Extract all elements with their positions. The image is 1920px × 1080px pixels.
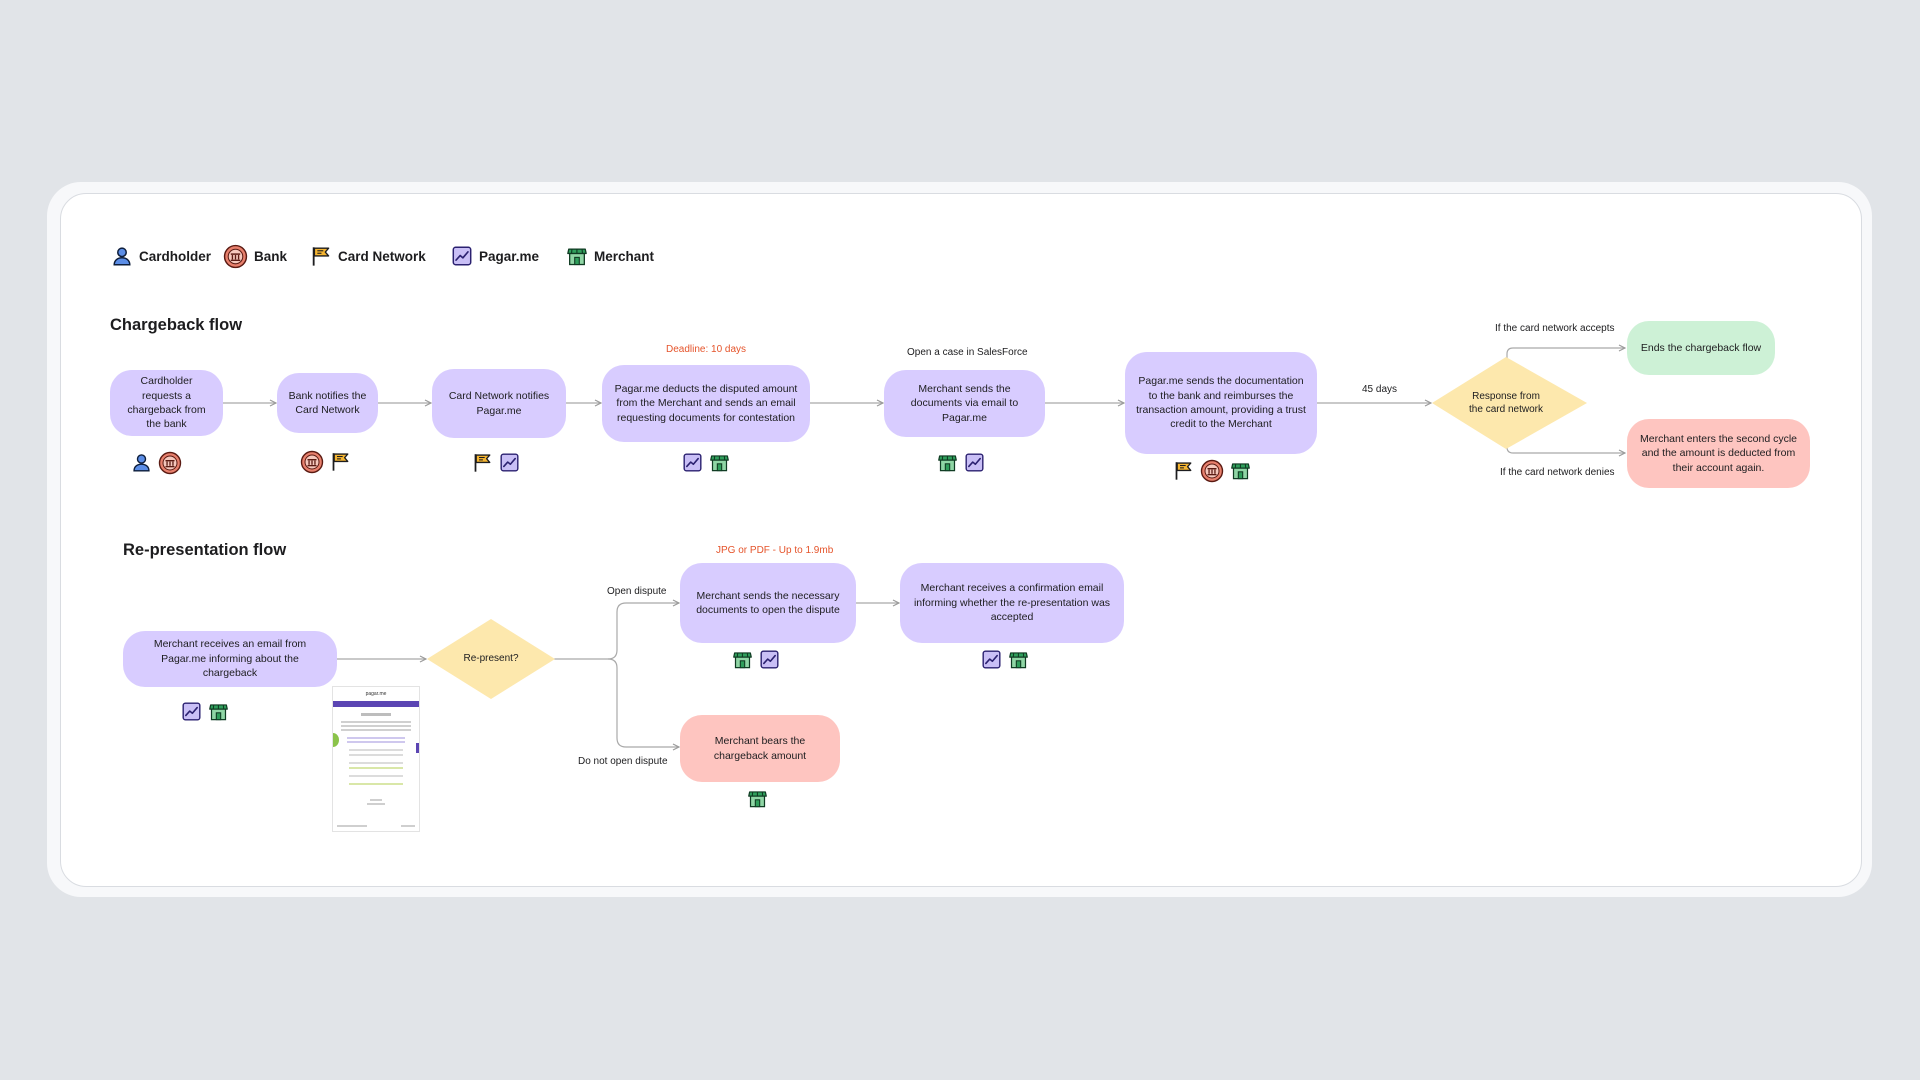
chart-icon (499, 452, 520, 473)
store-icon (208, 701, 229, 722)
node-merchant-bears-amount-text: Merchant bears the chargeback amount (713, 735, 807, 762)
actors-send-docs (732, 649, 780, 670)
bank-icon (300, 450, 324, 474)
salesforce-note: Open a case in SalesForce (907, 347, 1028, 358)
store-icon (566, 245, 588, 267)
legend-merchant: Merchant (566, 245, 654, 267)
chart-icon (181, 701, 202, 722)
accept-label: If the card network accepts (1495, 323, 1615, 334)
node-second-cycle-text: Merchant enters the second cycle and the… (1640, 432, 1797, 474)
node-pagarme-reimburses: Pagar.me sends the documentation to the … (1125, 352, 1317, 454)
node-merchant-sends-dispute-docs-text: Merchant sends the necessary documents t… (696, 589, 840, 616)
node-merchant-receives-email-text: Merchant receives an email from Pagar.me… (153, 638, 307, 680)
chart-icon (451, 245, 473, 267)
node-cardholder-request-text: Cardholder requests a chargeback from th… (127, 375, 206, 431)
email-preview-brand: pagar.me (365, 691, 387, 697)
bank-icon (1200, 459, 1224, 483)
cardholder-icon (131, 452, 152, 473)
decision-represent-text: Re-present? (463, 653, 519, 665)
node-network-notifies: Card Network notifies Pagar.me (432, 369, 566, 438)
actors-step1 (131, 452, 182, 475)
flag-icon (472, 452, 493, 473)
diagram-canvas (60, 193, 1862, 887)
node-network-notifies-text: Card Network notifies Pagar.me (448, 390, 550, 417)
chart-icon (682, 452, 703, 473)
actors-step3 (472, 452, 520, 473)
legend-cardholder: Cardholder (111, 245, 211, 267)
flag-icon (1173, 460, 1194, 481)
node-pagarme-deducts-text: Pagar.me deducts the disputed amount fro… (614, 382, 798, 424)
node-pagarme-reimburses-text: Pagar.me sends the documentation to the … (1136, 375, 1306, 431)
legend-pagarme: Pagar.me (451, 245, 539, 267)
days-label: 45 days (1362, 384, 1398, 395)
node-merchant-sends-dispute-docs: Merchant sends the necessary documents t… (680, 563, 856, 643)
node-merchant-receives-email: Merchant receives an email from Pagar.me… (123, 631, 337, 687)
actors-step2 (300, 451, 351, 474)
chart-icon (759, 649, 780, 670)
store-icon (709, 452, 730, 473)
file-format-note: JPG or PDF - Up to 1.9mb (716, 545, 834, 556)
chart-icon (981, 649, 1002, 670)
node-ends-flow: Ends the chargeback flow (1627, 321, 1775, 375)
node-pagarme-deducts: Pagar.me deducts the disputed amount fro… (602, 365, 810, 442)
store-icon (732, 649, 753, 670)
legend-pagarme-label: Pagar.me (479, 248, 540, 264)
legend-card-network-label: Card Network (338, 248, 426, 264)
node-bank-notifies: Bank notifies the Card Network (277, 373, 378, 433)
node-merchant-bears-amount: Merchant bears the chargeback amount (680, 715, 840, 782)
actors-confirmation (981, 649, 1029, 670)
chargeback-flow-title: Chargeback flow (110, 316, 243, 334)
node-confirmation-email-text: Merchant receives a confirmation email i… (913, 582, 1111, 624)
actors-step6 (1173, 460, 1251, 483)
store-icon (1008, 649, 1029, 670)
actors-step4 (682, 452, 730, 473)
store-icon (747, 788, 768, 809)
actors-bears (747, 788, 768, 809)
legend-card-network: Card Network (310, 245, 426, 267)
legend-merchant-label: Merchant (594, 248, 655, 264)
representation-flow-title: Re-presentation flow (123, 541, 287, 559)
flag-icon (310, 245, 332, 267)
store-icon (1230, 460, 1251, 481)
actors-represent-start (181, 701, 229, 722)
cardholder-icon (111, 245, 133, 267)
node-merchant-sends-docs-text: Merchant sends the documents via email t… (910, 382, 1019, 424)
flag-icon (330, 451, 351, 472)
chart-icon (964, 452, 985, 473)
open-dispute-label: Open dispute (607, 586, 667, 597)
node-ends-flow-text: Ends the chargeback flow (1640, 341, 1762, 354)
node-confirmation-email: Merchant receives a confirmation email i… (900, 563, 1124, 643)
legend-cardholder-label: Cardholder (139, 248, 212, 264)
no-dispute-label: Do not open dispute (578, 756, 668, 767)
node-cardholder-request: Cardholder requests a chargeback from th… (110, 370, 223, 436)
actors-step5 (937, 452, 985, 473)
email-preview-thumbnail: pagar.me (332, 686, 420, 832)
decision-response-text: Response from the card network (1469, 390, 1543, 416)
deny-label: If the card network denies (1500, 467, 1615, 478)
bank-icon (223, 244, 248, 269)
node-merchant-sends-docs: Merchant sends the documents via email t… (884, 370, 1045, 437)
bank-icon (158, 451, 182, 475)
store-icon (937, 452, 958, 473)
legend-bank: Bank (223, 244, 287, 269)
legend-bank-label: Bank (254, 249, 288, 264)
node-second-cycle: Merchant enters the second cycle and the… (1627, 419, 1810, 488)
email-preview-header (333, 701, 419, 707)
deadline-note: Deadline: 10 days (666, 344, 747, 355)
node-bank-notifies-text: Bank notifies the Card Network (288, 389, 367, 416)
